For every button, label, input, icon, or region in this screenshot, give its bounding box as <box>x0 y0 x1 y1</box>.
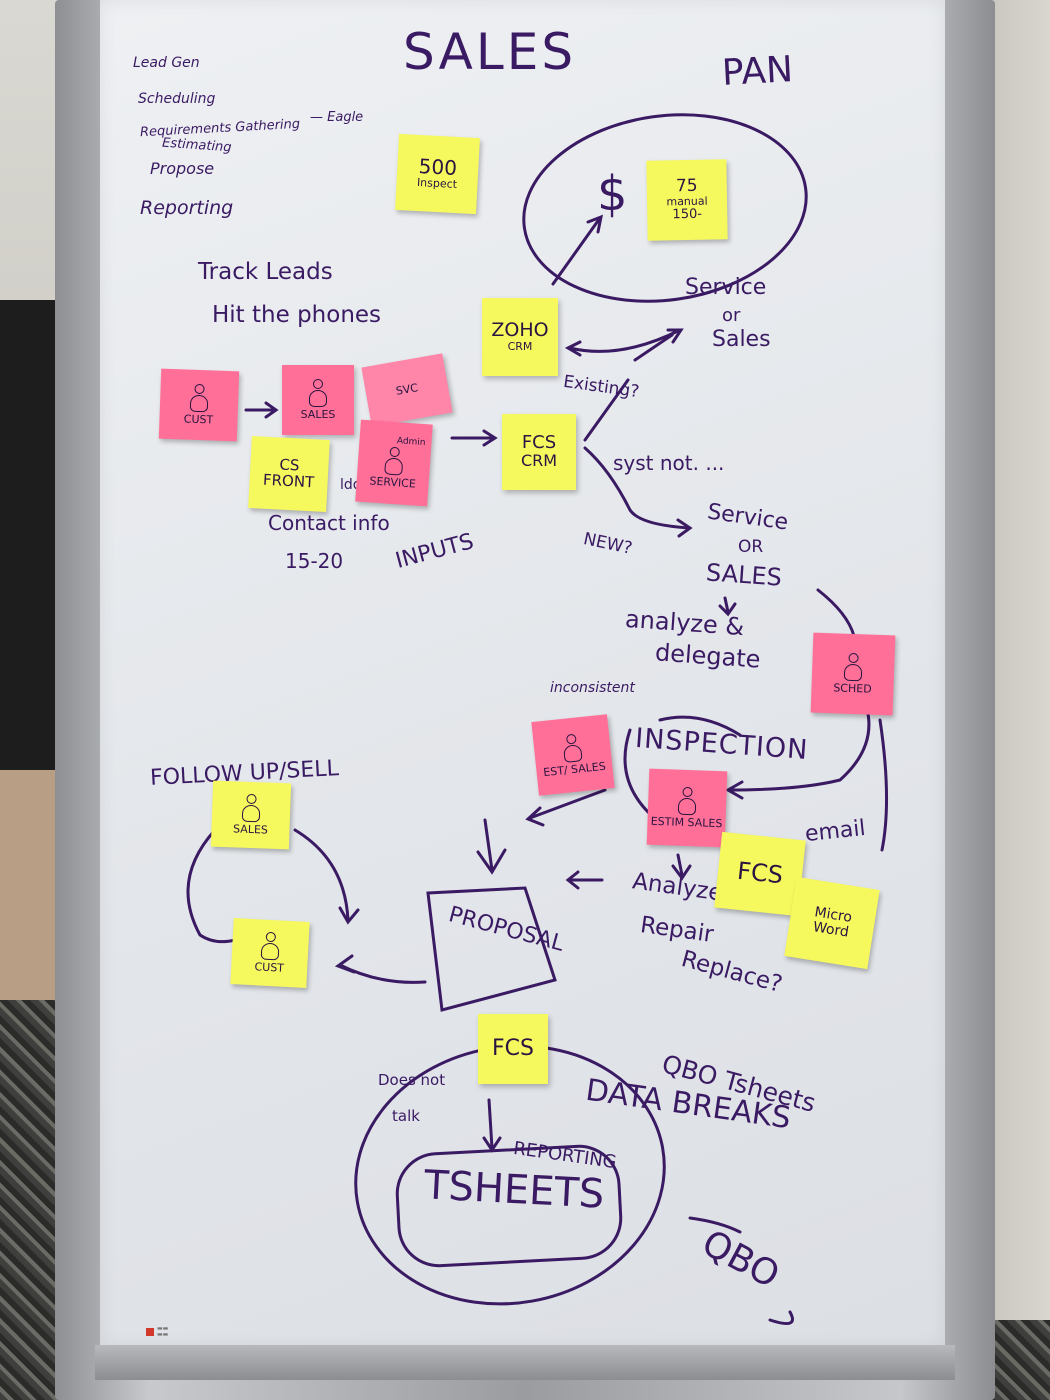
note-text: FRONT <box>262 470 315 492</box>
whiteboard-tray <box>95 1345 955 1380</box>
arrow-to-tsheets <box>482 1098 502 1153</box>
arrow-to-fcs-crm <box>450 429 498 447</box>
person-icon <box>842 652 865 684</box>
note-500-inspect: 500 Inspect <box>395 133 480 215</box>
note-text: CRM <box>507 339 533 353</box>
note-text: 150- <box>672 206 703 223</box>
arrow-analyze-proposal <box>565 870 604 890</box>
note-text: SALES <box>232 822 269 837</box>
note-text: SCHED <box>833 681 872 696</box>
note-text: CUST <box>254 960 285 975</box>
note-zoho-crm: ZOHO CRM <box>482 298 558 376</box>
person-icon <box>676 786 699 818</box>
or-top: or <box>722 305 741 326</box>
note-service-admin: Admin SERVICE <box>355 419 433 507</box>
note-text: SALES <box>300 407 336 421</box>
person-icon <box>188 383 211 415</box>
sales-top: Sales <box>712 327 771 352</box>
person-icon <box>307 378 329 409</box>
contact-info: Contact info <box>268 511 390 535</box>
list-propose: Propose <box>150 159 215 178</box>
person-icon <box>240 793 263 825</box>
note-text: ESTIM SALES <box>650 814 723 831</box>
arrow-proposal-cust <box>334 954 427 984</box>
line-existing <box>583 378 630 442</box>
list-eagle: — Eagle <box>310 110 364 125</box>
note-cs-front: CS FRONT <box>248 436 330 512</box>
tsheets-label: TSHEETS <box>422 1162 606 1218</box>
qbo-curve <box>688 1216 794 1326</box>
dollar-sign: $ <box>597 166 628 222</box>
arrow-to-service-mid <box>583 446 693 538</box>
note-micro-word: Micro Word <box>784 876 880 970</box>
talk-label: talk <box>392 1107 420 1125</box>
note-text: 75 <box>675 175 698 197</box>
note-text: ZOHO <box>491 318 549 341</box>
person-icon <box>259 931 283 962</box>
list-reporting: Reporting <box>140 197 234 219</box>
note-text: CRM <box>520 451 558 471</box>
does-not-label: Does not <box>378 1071 446 1089</box>
pan-circle <box>522 113 808 303</box>
brand-label: ▬▬▬▬ <box>146 1326 186 1338</box>
person-icon <box>382 446 406 477</box>
inconsistent-label: inconsistent <box>550 680 635 696</box>
follow-up-loop-left <box>186 828 237 944</box>
list-lead-gen: Lead Gen <box>133 55 200 71</box>
note-estim-sales: ESTIM SALES <box>646 768 728 848</box>
follow-up-loop-right <box>293 828 360 925</box>
note-est-sales: EST/ SALES <box>531 714 615 796</box>
track-leads: Track Leads <box>198 259 333 285</box>
hit-the-phones: Hit the phones <box>212 302 382 328</box>
service-top: Service <box>685 275 767 300</box>
note-sales-left: SALES <box>210 780 292 850</box>
note-text: FCS <box>492 1036 534 1062</box>
sales-mid: SALES <box>705 558 783 592</box>
proposal-box <box>426 886 557 1012</box>
note-75-manual: 75 manual 150- <box>646 159 728 241</box>
note-cust-left: CUST <box>230 918 310 988</box>
person-icon <box>560 733 585 765</box>
note-cust: CUST <box>158 368 240 442</box>
note-text: Inspect <box>416 176 458 192</box>
contact-count: 15-20 <box>285 549 344 573</box>
note-text: CUST <box>183 412 214 427</box>
note-text: FCS <box>521 432 557 454</box>
note-text: FCS <box>735 857 785 890</box>
pan-label: PAN <box>720 49 794 94</box>
arrow-estim-analyze <box>671 853 692 881</box>
whiteboard <box>100 0 945 1348</box>
note-text: SVC <box>394 381 419 398</box>
note-fcs-bottom: FCS <box>478 1014 548 1084</box>
note-text: SERVICE <box>369 474 417 491</box>
arrow-to-dollar <box>551 214 604 286</box>
email-curve <box>878 718 889 852</box>
arrow-zoho-service <box>564 328 684 357</box>
or-mid: OR <box>738 537 764 557</box>
arrow-cust-sales <box>244 401 279 419</box>
background-doorway <box>0 300 62 770</box>
syst-not-label: syst not. ... <box>613 451 725 475</box>
note-sales: SALES <box>282 365 354 435</box>
note-sched: SCHED <box>810 632 896 716</box>
arrow-to-proposal <box>476 818 507 875</box>
arrow-to-analyze <box>718 596 737 617</box>
tsheets-box <box>395 1144 623 1268</box>
list-scheduling: Scheduling <box>138 91 216 107</box>
note-text: Word <box>811 919 850 941</box>
board-title: SALES <box>403 23 577 81</box>
arrow-to-est-sales <box>525 788 607 827</box>
arrow-sched-inspection <box>724 688 871 800</box>
note-fcs-crm: FCS CRM <box>502 414 576 490</box>
